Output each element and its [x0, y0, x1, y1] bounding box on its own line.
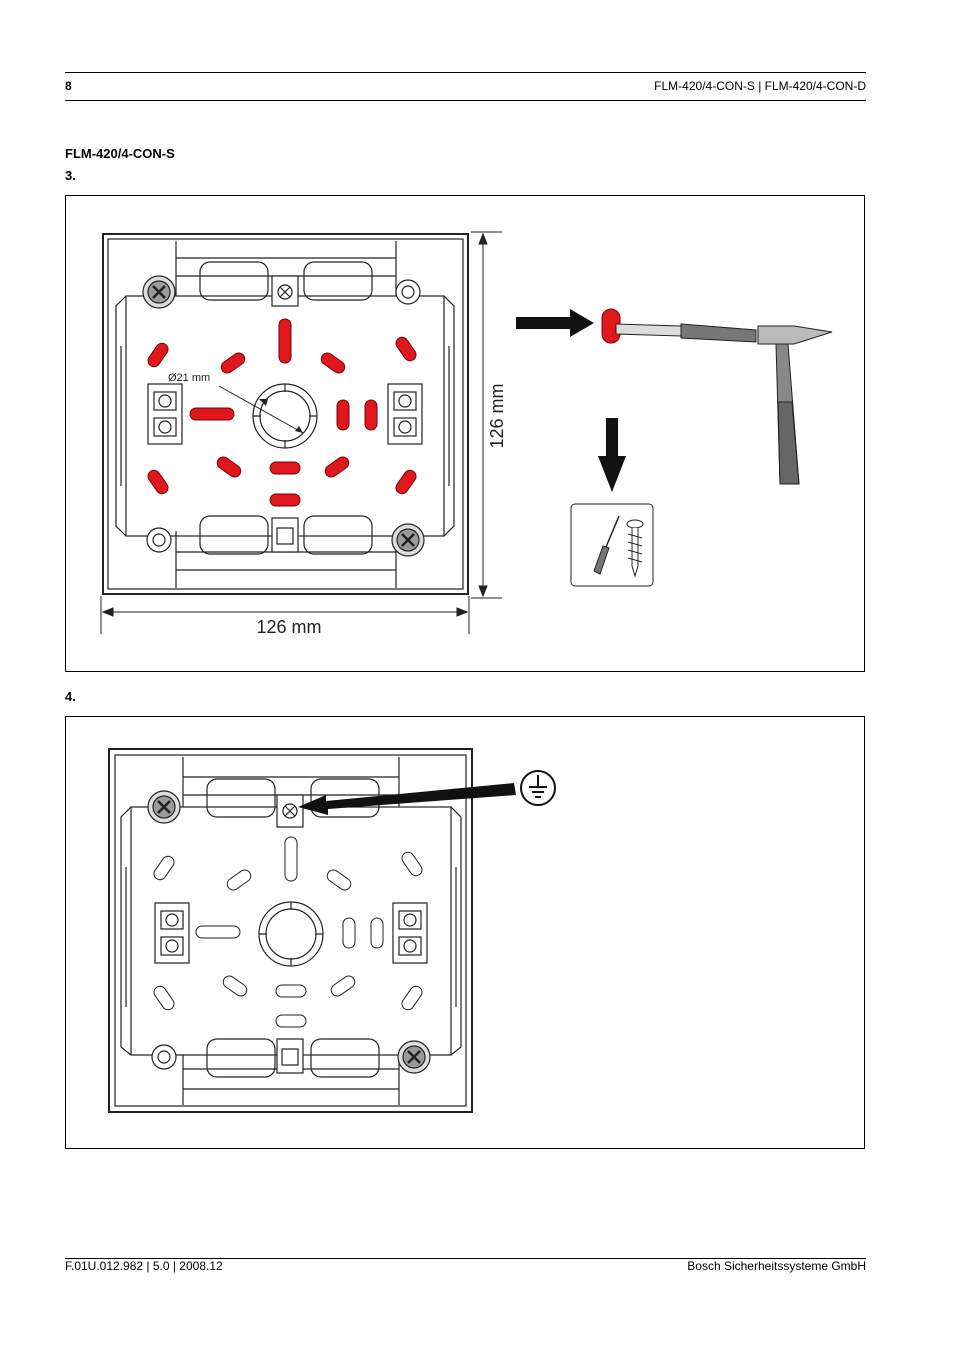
ground-symbol-icon: [520, 770, 556, 806]
step-3-illustration: Ø21 mm 126 mm 126 mm: [100, 231, 833, 637]
hammer-icon: [757, 325, 833, 485]
terminal-right: [387, 383, 423, 445]
step-3-figure: Ø21 mm 126 mm 126 mm: [65, 195, 865, 672]
arrow-right-icon: [516, 309, 594, 337]
corner-screw-bottom-right-4: [397, 1040, 431, 1074]
chisel-icon: [615, 323, 757, 343]
knockouts-open: [153, 836, 423, 1028]
corner-screw-top-left: [142, 275, 176, 309]
footer-company: Bosch Sicherheitssysteme GmbH: [687, 1259, 866, 1273]
footer-doc-number: F.01U.012.982 | 5.0 | 2008.12: [65, 1259, 223, 1273]
header-rule-bottom: [65, 100, 866, 101]
arrow-to-terminal: [298, 783, 516, 815]
screwdriver-icon: [593, 515, 620, 575]
terminal-left: [147, 383, 183, 445]
arrow-down-icon: [598, 418, 626, 492]
step-4-figure: [65, 716, 865, 1149]
header-rule-top: [65, 72, 866, 73]
terminal-bottom-4: [276, 1038, 304, 1074]
terminal-top: [271, 275, 299, 307]
backbox-step4: [108, 748, 473, 1113]
diameter-label: Ø21 mm: [168, 372, 210, 384]
footer-rule: [65, 1258, 866, 1259]
step-3-label: 3.: [65, 168, 76, 183]
terminal-left-4: [154, 902, 190, 964]
step-4-label: 4.: [65, 689, 76, 704]
width-label: 126 mm: [256, 617, 321, 637]
terminal-right-4: [392, 902, 428, 964]
diameter-leader: [218, 385, 304, 434]
height-dimension: [471, 231, 502, 599]
height-label: 126 mm: [487, 383, 507, 448]
screw-icon: [626, 519, 644, 578]
page-number: 8: [65, 79, 72, 93]
section-title: FLM-420/4-CON-S: [65, 146, 175, 161]
document-title: FLM-420/4-CON-S | FLM-420/4-CON-D: [654, 79, 866, 93]
knockouts-red: [147, 318, 417, 507]
width-dimension: [100, 596, 470, 634]
corner-screw-bottom-right: [391, 523, 425, 557]
corner-hole-top-right: [395, 279, 421, 305]
corner-hole-bottom-left-4: [151, 1044, 177, 1070]
step-4-illustration: [108, 748, 556, 1113]
corner-hole-bottom-left: [146, 527, 172, 553]
ground-terminal: [276, 794, 304, 828]
terminal-bottom: [271, 517, 299, 553]
backbox-step3: [102, 233, 469, 595]
tools-panel: [570, 503, 654, 587]
corner-screw-top-left-4: [147, 790, 181, 824]
